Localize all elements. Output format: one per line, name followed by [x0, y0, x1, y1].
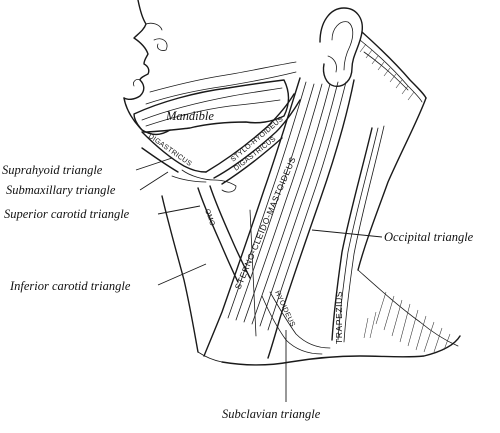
mandible: [133, 79, 290, 133]
superior-carotid-triangle-label: Superior carotid triangle: [4, 207, 130, 221]
subclavian-triangle-label: Subclavian triangle: [222, 407, 321, 421]
leader-superior-carotid: [157, 205, 201, 215]
omo-label: OMO: [203, 208, 216, 227]
inferior-carotid-triangle-label: Inferior carotid triangle: [9, 279, 131, 293]
hyoideus-label: HYOIDEUS: [273, 290, 296, 328]
mandible-label: Mandible: [165, 109, 214, 123]
suprahyoid-triangle-label: Suprahyoid triangle: [2, 163, 103, 177]
shoulder-hatching: [363, 291, 451, 353]
leader-inferior-carotid: [157, 263, 207, 286]
leader-suprahyoid: [135, 157, 173, 171]
trapezius-muscle: [331, 125, 385, 343]
submaxillary-triangle-label: Submaxillary triangle: [6, 183, 116, 197]
scalp-outline: [359, 31, 427, 103]
leader-submaxillary: [139, 171, 169, 191]
leader-occipital: [311, 229, 383, 238]
region-labels: Mandible Suprahyoid triangle Submaxillar…: [2, 109, 474, 421]
occipital-triangle-label: Occipital triangle: [384, 230, 474, 244]
sternocleidomastoid-muscle: [203, 77, 355, 359]
digastricus-lower-label: DIGASTRICUS: [147, 133, 193, 168]
trapezius-label: TRAPEZIUS: [334, 291, 344, 344]
face-profile: [123, 0, 168, 101]
scalp-hatching: [359, 43, 415, 101]
leader-lines: [135, 157, 383, 402]
ear: [319, 7, 363, 87]
neck-outline: [161, 97, 461, 366]
